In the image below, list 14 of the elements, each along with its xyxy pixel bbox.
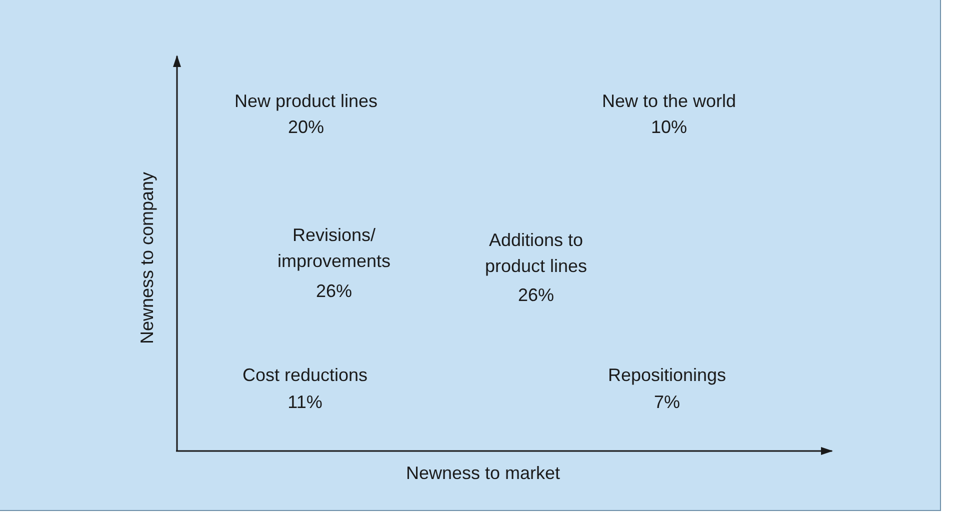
- percentage-label: 26%: [518, 284, 554, 307]
- percentage-label: 11%: [288, 391, 322, 414]
- percentage-label: 26%: [316, 280, 352, 303]
- category-label: Repositionings: [608, 364, 726, 387]
- category-label: Additions to product lines: [484, 229, 588, 278]
- percentage-label: 20%: [288, 116, 324, 139]
- category-label: New to the world: [602, 90, 736, 113]
- percentage-label: 7%: [654, 391, 680, 414]
- category-label: Revisions/ improvements: [276, 224, 392, 273]
- category-label: Cost reductions: [242, 364, 368, 387]
- percentage-label: 10%: [650, 116, 688, 139]
- category-label: New product lines: [234, 90, 378, 113]
- axis-title: Newness to company: [136, 172, 158, 344]
- axis-title: Newness to market: [406, 462, 560, 485]
